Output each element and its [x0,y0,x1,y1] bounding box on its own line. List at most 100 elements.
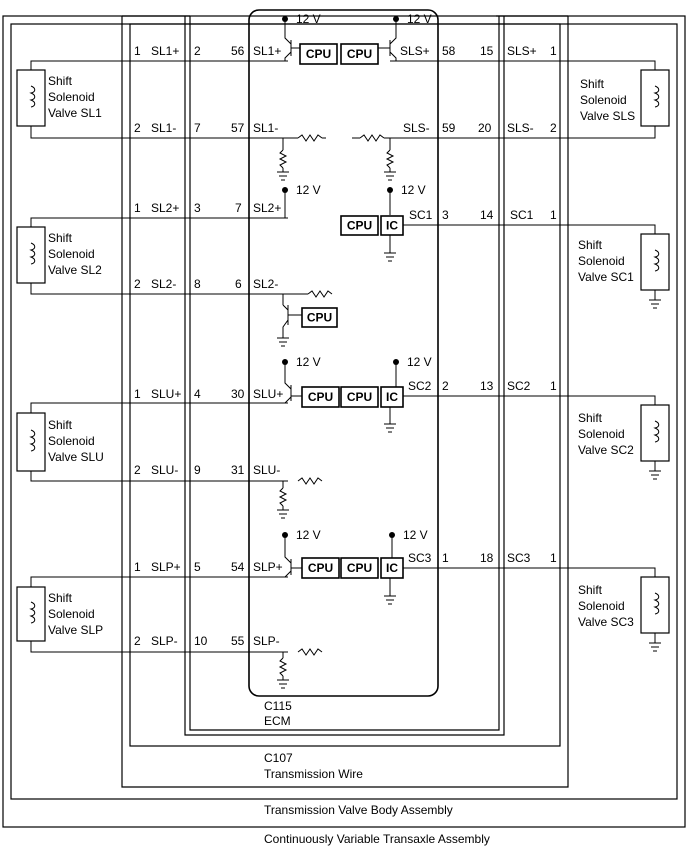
l-row3-ecmsig: SL2- [253,277,278,291]
transaxle-assembly-frame [2,15,686,828]
l-row2-sig: SL2+ [151,201,179,215]
cpu-sc2-text: CPU [347,390,372,404]
solenoid-sl1-line1: Shift [48,74,73,88]
ic-sc1-text: IC [386,219,398,233]
l-row1-ecmpin: 57 [231,121,245,135]
solenoid-sc2-line2: Solenoid [578,427,625,441]
l-row6-sig: SLP+ [151,560,181,574]
slp-transistor [290,559,302,575]
l-row1-ecmsig: SL1- [253,121,278,135]
sl2-minus-ground [277,337,289,347]
r-row1-solpin: 2 [550,121,557,135]
cpu-sc1 [340,215,379,236]
solenoid-slp-line2: Solenoid [48,607,95,621]
cpu-sls [340,43,379,65]
solenoid-sc2: Shift Solenoid Valve SC2 [578,404,670,480]
solenoid-slu-line2: Solenoid [48,434,95,448]
sc1-ground [384,252,396,262]
solenoid-sl1-line3: Valve SL1 [48,106,102,120]
wire-connector-frame [129,23,561,747]
solenoid-sl2: Shift Solenoid Valve SL2 [16,226,102,284]
cpu-sls-text: CPU [347,47,372,61]
sls-minus-res-h [359,134,385,142]
cpu-slu-text: CPU [308,390,333,404]
l-row2-wirepin: 3 [194,201,201,215]
l-row7-ecmpin: 55 [231,634,245,648]
solenoid-sl1: Shift Solenoid Valve SL1 [16,69,102,127]
r-row3-sig: SC2 [507,379,531,393]
transmission-wire-label: Transmission Wire [264,767,363,781]
transmission-wire-frame [121,15,569,788]
l-row5-solpin: 2 [134,463,141,477]
solenoid-sls-line3: Valve SLS [580,109,635,123]
sl1-minus-ground [277,171,289,181]
r-row2-wirepin: 14 [480,208,494,222]
solenoid-sl2-line2: Solenoid [48,247,95,261]
solenoid-sc1-line3: Valve SC1 [578,270,634,284]
r-row1-sig: SLS- [507,121,534,135]
solenoid-sc1: Shift Solenoid Valve SC1 [578,233,670,309]
solenoid-sc1-line2: Solenoid [578,254,625,268]
wire-slp-plus [30,576,288,587]
solenoid-sc2-line1: Shift [578,411,603,425]
sl1-minus-res-v [278,149,288,169]
r-row4-ecmsig: SC3 [408,551,432,565]
supply-sl2-label: 12 V [296,183,321,197]
slu-transistor [290,385,302,401]
supply-slu-label: 12 V [296,355,321,369]
wire-sl1-plus [30,60,288,70]
wire-sls-minus [390,126,656,139]
wire-slp-minus [30,641,288,653]
solenoid-sl2-line3: Valve SL2 [48,263,102,277]
solenoid-slu-line1: Shift [48,418,73,432]
l-row5-wirepin: 9 [194,463,201,477]
solenoid-slp: Shift Solenoid Valve SLP [16,586,103,642]
r-row4-solpin: 1 [550,551,557,565]
l-row0-solpin: 1 [134,44,141,58]
l-row6-ecmpin: 54 [231,560,245,574]
sc3-wires [389,535,393,596]
sc2-wires [389,362,397,424]
l-row5-sig: SLU- [151,463,178,477]
sl2-minus-res [307,290,333,298]
l-row7-sig: SLP- [151,634,178,648]
r-row1-ecmsig: SLS- [403,121,430,135]
supply-sc1-label: 12 V [401,183,426,197]
l-row4-sig: SLU+ [151,387,181,401]
cpu-sl1-text: CPU [306,47,331,61]
wire-sl2-minus [30,283,308,295]
l-row4-ecmsig: SLU+ [253,387,283,401]
ecm-name-label: ECM [264,714,291,728]
slp-minus-res-v [278,657,288,677]
sc2-ground [384,423,396,433]
wire-sc3 [403,567,656,577]
r-row2-solpin: 1 [550,208,557,222]
solenoid-sl1-line2: Solenoid [48,90,95,104]
wire-slu-plus [30,402,288,413]
solenoid-sc2-line3: Valve SC2 [578,443,634,457]
l-row4-wirepin: 4 [194,387,201,401]
wire-sl1-minus [30,126,288,139]
wire-sls-plus [390,60,656,70]
r-row0-solpin: 1 [550,44,557,58]
r-row2-sig: SC1 [510,208,534,222]
supply-sc3-label: 12 V [403,528,428,542]
l-row7-wirepin: 10 [194,634,208,648]
valve-body-label: Transmission Valve Body Assembly [264,803,453,817]
r-row2-ecmsig: SC1 [409,208,433,222]
ecm-frame-inner [189,16,500,731]
cpu-sl2-text: CPU [307,311,332,325]
r-row4-sig: SC3 [507,551,531,565]
sc3-ground [384,595,396,605]
l-row2-solpin: 1 [134,201,141,215]
l-row5-ecmsig: SLU- [253,463,280,477]
r-row1-wirepin: 20 [478,121,492,135]
cpu-sc2 [340,386,379,408]
slp-minus-ground [277,679,289,689]
l-row3-solpin: 2 [134,277,141,291]
sl1-minus-res-h [297,134,323,142]
solenoid-sc3-line2: Solenoid [578,599,625,613]
slu-minus-res-v [278,487,288,507]
